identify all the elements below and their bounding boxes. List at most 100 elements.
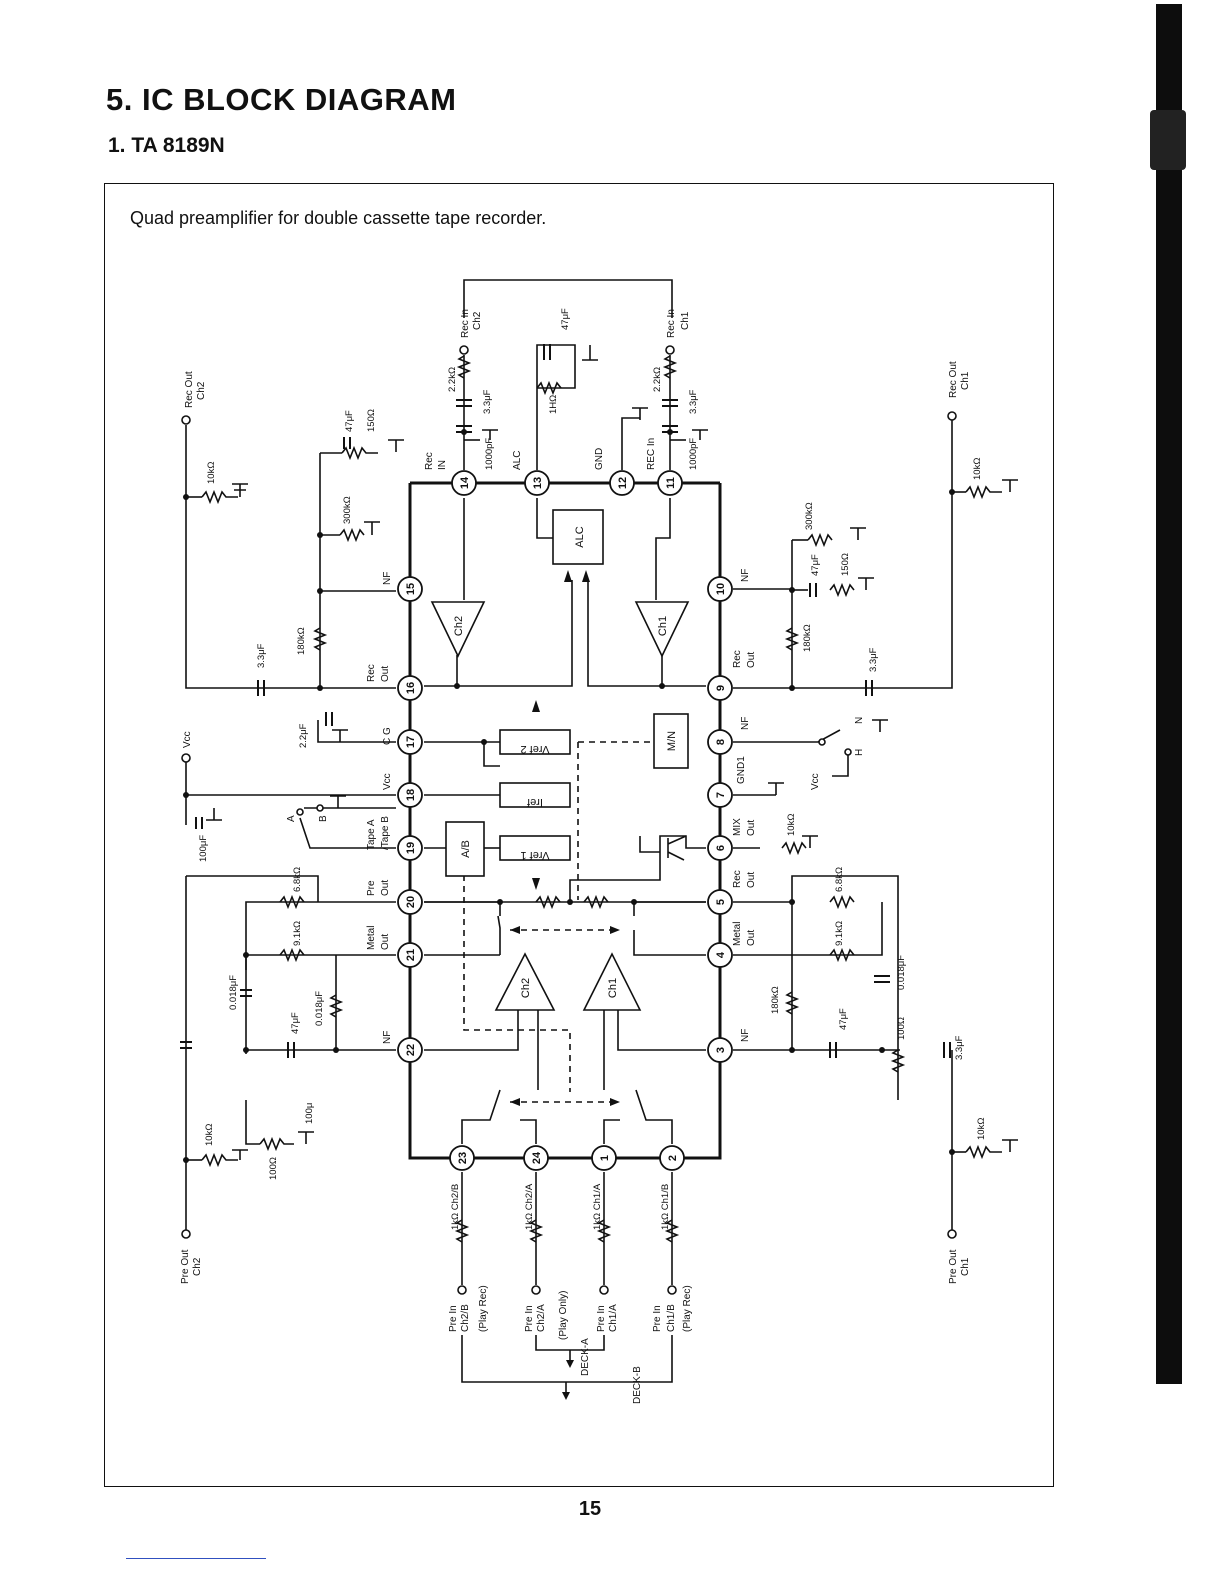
pin-number-14: 14 bbox=[459, 476, 471, 489]
vcc-left-label: Vcc bbox=[182, 731, 193, 748]
pin-number-17: 17 bbox=[405, 736, 417, 748]
pin-5 bbox=[707, 889, 733, 915]
footer-link-line bbox=[126, 1558, 266, 1559]
page-number: 15 bbox=[578, 1498, 602, 1520]
pin-18 bbox=[397, 782, 423, 808]
pin-number-24: 24 bbox=[531, 1151, 543, 1164]
r-1k-24: 1kΩ Ch2/A bbox=[524, 1183, 535, 1230]
r-180k-right: 180kΩ bbox=[802, 624, 813, 652]
wires bbox=[185, 279, 966, 1394]
pin-11 bbox=[657, 470, 683, 496]
r-2k2-right: 2.2kΩ bbox=[652, 367, 663, 392]
switch-h-label: H bbox=[854, 749, 865, 756]
c-3u3-out-right: 3.3μF bbox=[868, 647, 879, 672]
label-metal-21: Metal bbox=[366, 926, 377, 950]
terminal-circles bbox=[181, 345, 957, 1295]
ground-symbols bbox=[206, 345, 1018, 1160]
c-47u-right: 47μF bbox=[810, 554, 821, 576]
pin-16 bbox=[397, 675, 423, 701]
pin-number-4: 4 bbox=[715, 951, 727, 958]
pre-out-ch1-l2: Ch1 bbox=[960, 1257, 971, 1276]
label-alc-13: ALC bbox=[512, 451, 523, 470]
r-1k-23: 1kΩ Ch2/B bbox=[450, 1184, 461, 1230]
label-nf-15: NF bbox=[382, 572, 393, 585]
pre-in-23-l2: Ch2/B bbox=[460, 1304, 471, 1332]
pin-9 bbox=[707, 675, 733, 701]
iref-label: Iref bbox=[526, 796, 543, 808]
r-10k-left: 10kΩ bbox=[206, 462, 217, 484]
mn-block bbox=[653, 713, 689, 769]
pin-number-1: 1 bbox=[599, 1155, 611, 1161]
pin-number-5: 5 bbox=[715, 899, 727, 905]
pin-13 bbox=[524, 470, 550, 496]
vref2-label: Vref 2 bbox=[521, 743, 550, 755]
deck-b-label: DECK-B bbox=[632, 1366, 643, 1404]
pin-24 bbox=[523, 1145, 549, 1171]
pin-number-10: 10 bbox=[715, 583, 727, 595]
pin-21 bbox=[397, 942, 423, 968]
deck-a-label: DECK-A bbox=[580, 1338, 591, 1376]
pin-12 bbox=[609, 470, 635, 496]
pin-22 bbox=[397, 1037, 423, 1063]
pin-number-11: 11 bbox=[665, 477, 677, 489]
c-47u-left: 47μF bbox=[344, 410, 355, 432]
ch2-rec-label: Ch2 bbox=[453, 616, 465, 636]
pin-number-9: 9 bbox=[715, 685, 727, 691]
r-9k1-right: 9.1kΩ bbox=[834, 921, 845, 946]
resistor-symbols bbox=[201, 355, 1002, 1243]
label-out-20: Out bbox=[380, 880, 391, 896]
rec-out-ch1-l2: Ch1 bbox=[960, 371, 971, 390]
pre-in-24-l2: Ch2/A bbox=[536, 1304, 547, 1332]
r-180k-nf-right: 180kΩ bbox=[770, 986, 781, 1014]
ch1-pre-label: Ch1 bbox=[607, 978, 619, 998]
c-47u-alc: 47μF bbox=[560, 308, 571, 330]
junction-dots bbox=[183, 429, 955, 1163]
block-labels: ALC M/N Vref 2 Iref Vref 1 A/B Ch2 Ch1 C… bbox=[453, 526, 678, 998]
label-gnd1-7: GND1 bbox=[736, 756, 747, 784]
rec-out-ch1-l1: Rec Out bbox=[948, 361, 959, 398]
pin-number-8: 8 bbox=[715, 739, 727, 745]
c-3u3-left: 3.3μF bbox=[482, 389, 493, 414]
component-labels: 2.2kΩ 3.3μF 1000pF 2.2kΩ 3.3μF 1000pF 47… bbox=[198, 308, 987, 1230]
c-47u-nf-right: 47μF bbox=[838, 1008, 849, 1030]
ch1-pre-amp bbox=[582, 952, 642, 1011]
vref1-label: Vref 1 bbox=[521, 849, 550, 861]
ic-outline bbox=[408, 481, 722, 1160]
ch1-rec-label: Ch1 bbox=[657, 616, 669, 636]
pre-in-23-l3: (Play Rec) bbox=[478, 1285, 489, 1332]
switch-a-label: A bbox=[286, 815, 297, 822]
r-10k-mix: 10kΩ bbox=[786, 814, 797, 836]
r-300k-right: 300kΩ bbox=[804, 502, 815, 530]
label-recin-11: REC In bbox=[646, 438, 657, 470]
label-metal-4: Metal bbox=[732, 922, 743, 946]
ic-blocks bbox=[430, 509, 690, 1011]
pin-17 bbox=[397, 729, 423, 755]
ch2-rec-amp bbox=[430, 601, 486, 658]
r-10k-right: 10kΩ bbox=[972, 458, 983, 480]
label-nf-22: NF bbox=[382, 1031, 393, 1044]
r-1h: 1HΩ bbox=[548, 395, 559, 414]
r-150-left: 150Ω bbox=[366, 409, 377, 432]
c-018-left-2: 0.018μF bbox=[314, 991, 325, 1026]
label-tape-19a: Tape A bbox=[366, 819, 377, 850]
c-100u: 100μF bbox=[198, 835, 209, 862]
page-title: 5. IC BLOCK DIAGRAM bbox=[106, 82, 457, 117]
iref-block bbox=[499, 782, 571, 808]
vref2-block bbox=[499, 729, 571, 755]
label-rec-16: Rec bbox=[366, 664, 377, 682]
label-nf-3: NF bbox=[740, 1029, 751, 1042]
c-018-left: 0.018μF bbox=[228, 975, 239, 1010]
pin-circles bbox=[397, 470, 733, 1171]
pin-number-23: 23 bbox=[457, 1152, 469, 1164]
r-6k8-left: 6.8kΩ bbox=[292, 867, 303, 892]
diagram-description: Quad preamplifier for double cassette ta… bbox=[130, 208, 547, 228]
c-2u2: 2.2μF bbox=[298, 723, 309, 748]
label-out-21: Out bbox=[380, 934, 391, 950]
pin-7 bbox=[707, 782, 733, 808]
pin-number-18: 18 bbox=[405, 789, 417, 801]
rec-out-ch2-l1: Rec Out bbox=[184, 371, 195, 408]
rec-in-ch1-l2: Ch1 bbox=[680, 311, 691, 330]
pin-number-3: 3 bbox=[715, 1047, 727, 1053]
